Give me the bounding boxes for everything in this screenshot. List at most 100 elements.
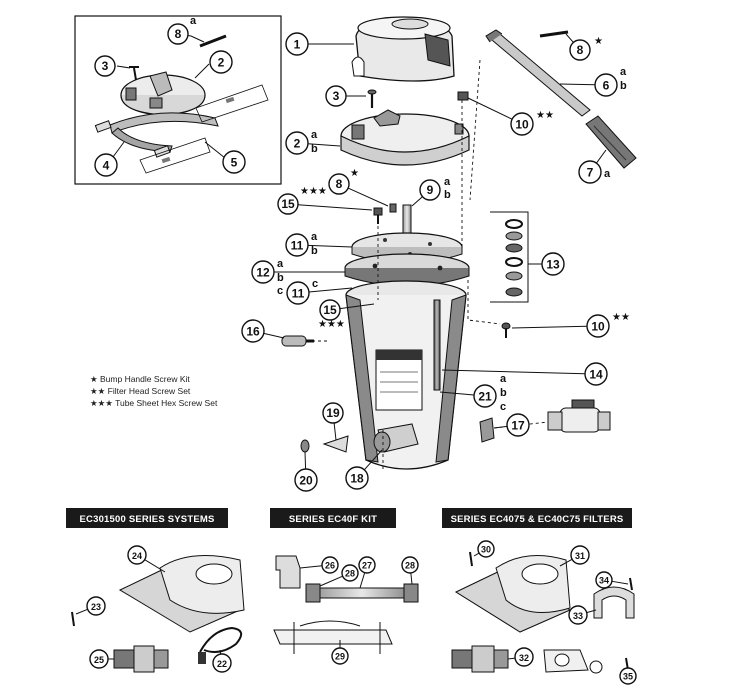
callout-circle (510, 112, 534, 136)
leader-line (439, 391, 475, 396)
callout-circle (595, 571, 613, 589)
leader-line (299, 565, 323, 569)
callout-circle (506, 413, 530, 437)
callout-number: 14 (589, 368, 603, 382)
leader-line (559, 83, 596, 86)
valve-assembly (547, 399, 611, 433)
callout-circle (285, 233, 309, 257)
banner-ec30-label: EC301500 SERIES SYSTEMS (79, 514, 214, 525)
callout-number: 1 (294, 38, 301, 52)
callout-c22: 22 (212, 649, 232, 673)
callout-number: 13 (546, 258, 560, 272)
callout-number: 2 (294, 137, 301, 151)
part-14-filter-tank (345, 280, 467, 470)
callout-number: 6 (603, 79, 610, 93)
callout-circle (569, 39, 591, 61)
callout-suffix: c (312, 278, 318, 290)
callout-number: 9 (427, 183, 434, 197)
callout-number: 18 (350, 472, 364, 486)
callout-circle (86, 596, 106, 616)
leader-line (333, 422, 337, 441)
callout-c8: 8★ (328, 168, 389, 207)
callout-circle (477, 540, 495, 558)
callout-number: 2 (218, 56, 225, 70)
callout-star: ★ (350, 168, 359, 179)
callout-circle (586, 314, 610, 338)
callout-c1: 1 (285, 32, 354, 56)
callout-c9: 9ab (411, 176, 451, 207)
callout-c34: 34 (595, 571, 629, 589)
part-2-filter-head (340, 109, 470, 166)
callout-suffix: a (277, 258, 284, 270)
ec4075-parts (451, 551, 635, 674)
callout-suffix: a (190, 15, 197, 27)
leader-line (75, 608, 88, 615)
callout-c33: 33 (568, 605, 597, 625)
callout-c18: 18 (345, 449, 383, 490)
callout-c8top: 8★ (565, 33, 603, 61)
leader-line (473, 552, 480, 557)
callout-c15b: 15★★★ (318, 299, 375, 330)
callout-number: 12 (256, 266, 270, 280)
callout-suffix: a (500, 373, 507, 385)
callout-number: 33 (573, 611, 583, 621)
callout-circle (345, 466, 369, 490)
callout-suffix: a (311, 231, 318, 243)
leader-line (307, 244, 353, 248)
callout-circle (570, 545, 590, 565)
part-8-air-bleed (389, 203, 397, 213)
callout-suffix: b (620, 80, 627, 92)
part-6-bump-handle (485, 29, 591, 117)
leader-line (144, 559, 166, 573)
callout-c28a: 28 (319, 564, 359, 587)
callout-circle (321, 556, 339, 574)
callout-number: 10 (515, 118, 529, 132)
callout-suffix: c (277, 285, 283, 297)
callout-number: 28 (405, 560, 415, 570)
callout-number: 28 (345, 568, 355, 578)
callout-number: 34 (599, 575, 609, 585)
callout-circle (341, 564, 359, 582)
callout-number: 20 (299, 474, 313, 488)
callout-number: 21 (478, 390, 492, 404)
callout-suffix: b (311, 143, 318, 155)
callout-c26: 26 (299, 556, 339, 574)
callout-number: 23 (91, 602, 101, 612)
callout-number: 27 (362, 560, 372, 570)
part-3-screw (367, 89, 377, 108)
legend-item-1: ★ Bump Handle Screw Kit (90, 374, 190, 384)
callout-number: 10 (591, 320, 605, 334)
callout-number: 19 (326, 406, 340, 420)
callout-number: 22 (217, 659, 227, 669)
callout-number: 7 (587, 166, 594, 180)
legend-item-2: ★★ Filter Head Screw Set (90, 386, 191, 396)
banner-ec30: EC301500 SERIES SYSTEMS (66, 508, 228, 528)
callout-circle (541, 252, 565, 276)
legend-item-3: ★★★ Tube Sheet Hex Screw Set (90, 398, 218, 408)
banner-ec40f: SERIES EC40F KIT (270, 508, 396, 528)
inset-clamp-band (94, 112, 219, 158)
callout-c13: 13 (528, 252, 565, 276)
leader-line (507, 657, 516, 660)
part-12-manifold (344, 253, 470, 287)
callout-c2: 2ab (285, 129, 341, 155)
callout-suffix: b (500, 387, 507, 399)
callout-star: ★ (594, 36, 603, 47)
callout-circle (619, 667, 637, 685)
leader-line (308, 287, 353, 293)
callout-circle (294, 468, 318, 492)
callout-number: 3 (102, 59, 109, 73)
callout-c25: 25 (89, 649, 114, 669)
callout-c29: 29 (331, 640, 349, 665)
callout-circle (285, 32, 309, 56)
callout-circle (401, 556, 419, 574)
callout-c20: 20 (294, 451, 318, 492)
callout-circle (94, 55, 116, 77)
callout-circle (568, 605, 588, 625)
callout-suffix: b (311, 245, 318, 257)
callout-suffix: a (444, 176, 451, 188)
callout-number: 17 (511, 419, 525, 433)
